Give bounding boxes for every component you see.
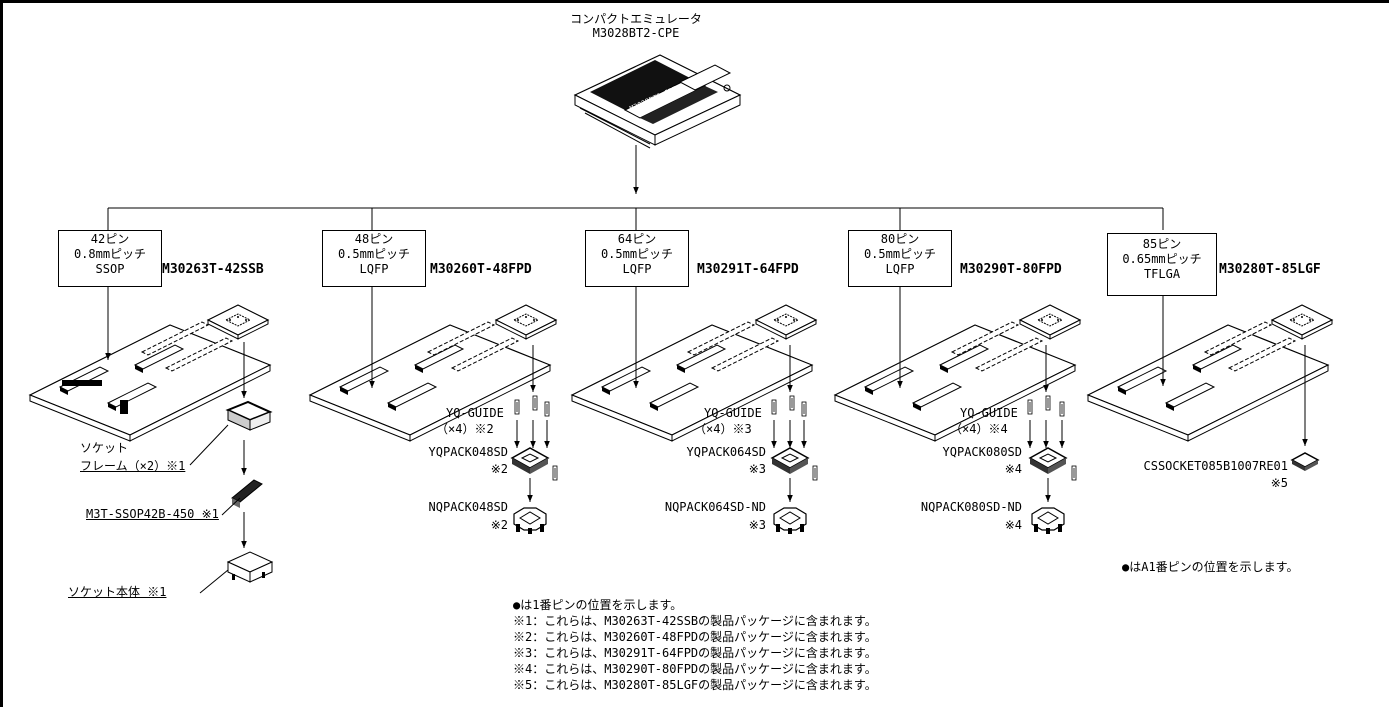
pkg-type: TFLGA xyxy=(1108,267,1216,282)
guide-label-48: YQ-GUIDE xyxy=(446,406,504,420)
socket-frame-label-1: ソケット xyxy=(80,441,128,455)
pkg-pitch: 0.65mmピッチ xyxy=(1108,252,1216,267)
socket-body-label: ソケット本体 ※1 xyxy=(68,585,166,599)
board-80fpd xyxy=(835,305,1080,441)
pkg-type: LQFP xyxy=(586,262,688,277)
nqpack-note-64: ※3 xyxy=(656,518,766,532)
cssocket-note: ※5 xyxy=(1178,476,1288,490)
guide-label-64: YQ-GUIDE xyxy=(704,406,762,420)
pkg-pins: 48ピン xyxy=(323,232,425,247)
pkg-type: SSOP xyxy=(59,262,161,277)
pkg-type: LQFP xyxy=(323,262,425,277)
emulator-model: M3028BT2-CPE xyxy=(536,26,736,40)
nqpack-label-48: NQPACK048SD xyxy=(398,500,508,514)
nqpack-note-48: ※2 xyxy=(398,518,508,532)
socket-frame-image xyxy=(228,402,270,430)
board-85lgf xyxy=(1088,305,1332,441)
note-3: ※3：これらは、M30291T-64FPDの製品パッケージに含まれます。 xyxy=(513,646,877,660)
guide-qty-80: （×4）※4 xyxy=(950,422,1008,436)
model-48fpd: M30260T-48FPD xyxy=(430,262,532,277)
emulator-name: コンパクトエミュレータ xyxy=(536,12,736,26)
pkg-pitch: 0.5mmピッチ xyxy=(849,247,951,262)
pkg-type: LQFP xyxy=(849,262,951,277)
model-85lgf: M30280T-85LGF xyxy=(1219,262,1321,277)
model-42ssb: M30263T-42SSB xyxy=(162,262,264,277)
nqpack-note-80: ※4 xyxy=(912,518,1022,532)
pkg-pitch: 0.5mmピッチ xyxy=(586,247,688,262)
yqpack-note-64: ※3 xyxy=(656,462,766,476)
pkg-pitch: 0.5mmピッチ xyxy=(323,247,425,262)
pkg-box-48: 48ピン 0.5mmピッチ LQFP xyxy=(322,230,426,287)
note-2: ※2：これらは、M30260T-48FPDの製品パッケージに含まれます。 xyxy=(513,630,877,644)
pkg-pins: 64ピン xyxy=(586,232,688,247)
yqpack-note-80: ※4 xyxy=(912,462,1022,476)
yqpack-label-64: YQPACK064SD xyxy=(656,445,766,459)
yqpack-note-48: ※2 xyxy=(398,462,508,476)
model-80fpd: M30290T-80FPD xyxy=(960,262,1062,277)
note-pin1: ●は1番ピンの位置を示します。 xyxy=(513,598,682,612)
guide-qty-48: （×4）※2 xyxy=(436,422,494,436)
pkg-box-85: 85ピン 0.65mmピッチ TFLGA xyxy=(1107,233,1217,296)
cssocket-image xyxy=(1292,453,1318,471)
cssocket-label: CSSOCKET085B1007RE01 xyxy=(1120,459,1288,473)
pkg-box-64: 64ピン 0.5mmピッチ LQFP xyxy=(585,230,689,287)
pkg-pins: 42ピン xyxy=(59,232,161,247)
socket-body-image xyxy=(228,552,272,582)
note-1: ※1：これらは、M30263T-42SSBの製品パッケージに含まれます。 xyxy=(513,614,877,628)
board-64fpd xyxy=(572,305,816,441)
pkg-pins: 85ピン xyxy=(1108,237,1216,252)
pkg-box-42: 42ピン 0.8mmピッチ SSOP xyxy=(58,230,162,287)
nqpack-label-64: NQPACK064SD-ND xyxy=(636,500,766,514)
board-48fpd xyxy=(310,305,556,441)
guide-qty-64: （×4）※3 xyxy=(694,422,752,436)
guide-label-80: YQ-GUIDE xyxy=(960,406,1018,420)
a1-pin-note: ●はA1番ピンの位置を示します。 xyxy=(1122,560,1298,574)
yqpack-label-48: YQPACK048SD xyxy=(398,445,508,459)
pkg-pins: 80ピン xyxy=(849,232,951,247)
nqpack-label-80: NQPACK080SD-ND xyxy=(892,500,1022,514)
note-4: ※4：これらは、M30290T-80FPDの製品パッケージに含まれます。 xyxy=(513,662,877,676)
pkg-box-80: 80ピン 0.5mmピッチ LQFP xyxy=(848,230,952,287)
model-64fpd: M30291T-64FPD xyxy=(697,262,799,277)
yqpack-label-80: YQPACK080SD xyxy=(912,445,1022,459)
pkg-pitch: 0.8mmピッチ xyxy=(59,247,161,262)
ssop-adapter-label: M3T-SSOP42B-450 ※1 xyxy=(86,507,219,521)
note-5: ※5：これらは、M30280T-85LGFの製品パッケージに含まれます。 xyxy=(513,678,877,692)
socket-frame-label-2: フレーム（×2）※1 xyxy=(80,459,185,473)
ssop-adapter-image xyxy=(232,480,262,508)
